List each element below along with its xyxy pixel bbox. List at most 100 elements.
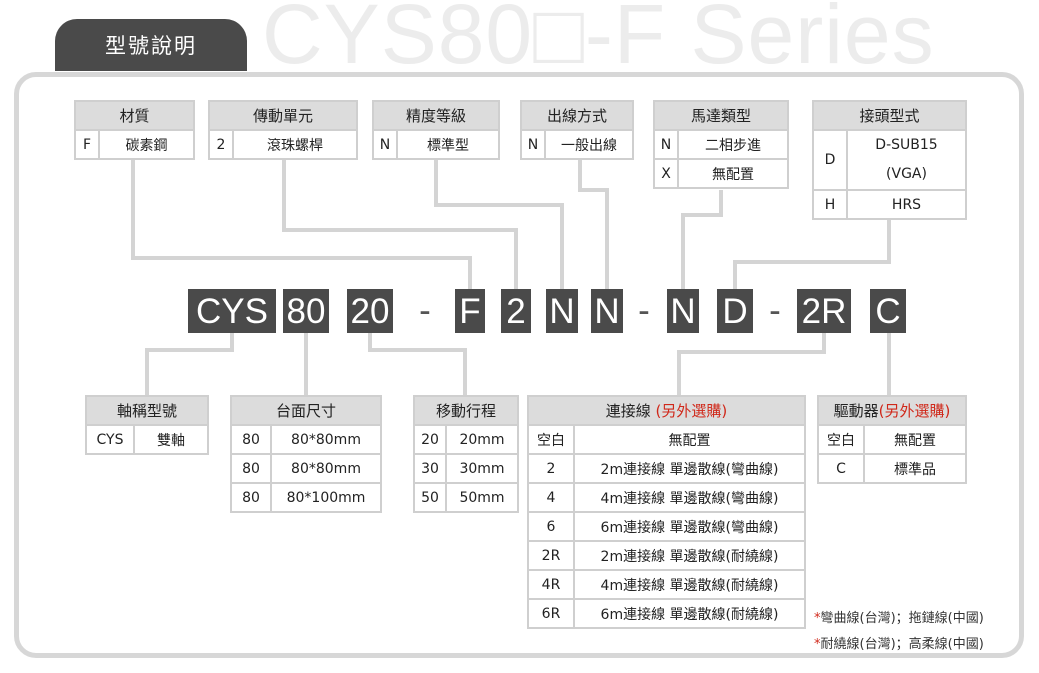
motor-table: 馬達類型 N 二相步進 X 無配置 xyxy=(653,100,789,189)
motor-title: 馬達類型 xyxy=(653,100,789,131)
code-dash-1: - xyxy=(419,291,431,330)
axis-value: 雙軸 xyxy=(133,424,209,455)
stroke-value: 50mm xyxy=(445,482,519,513)
table-size-value: 80*80mm xyxy=(270,424,382,455)
line-outlet xyxy=(578,158,609,289)
cable-key: 2 xyxy=(527,453,575,484)
motor-key-n: N xyxy=(653,129,679,160)
connector-title: 接頭型式 xyxy=(812,100,967,131)
outlet-value: 一般出線 xyxy=(544,129,634,160)
outlet-table: 出線方式 N 一般出線 xyxy=(520,100,634,160)
stroke-title: 移動行程 xyxy=(413,395,519,426)
code-seg-transmission: 2 xyxy=(501,289,531,333)
driver-title-cell: 驅動器(另外選購) xyxy=(817,395,967,426)
connector-key-h: H xyxy=(812,189,848,220)
motor-key-x: X xyxy=(653,158,679,189)
motor-value-n: 二相步進 xyxy=(677,129,789,160)
axis-title: 軸稱型號 xyxy=(85,395,209,426)
connector-value-h: HRS xyxy=(846,189,967,220)
table-size-key: 80 xyxy=(230,482,272,513)
code-seg-precision: N xyxy=(546,289,578,333)
driver-option: (另外選購) xyxy=(878,402,951,420)
code-seg-connector: D xyxy=(717,289,753,333)
model-description-tab: 型號說明 xyxy=(55,19,247,71)
note-text: 彎曲線(台灣)；拖鏈線(中國) xyxy=(820,611,984,626)
line-stroke xyxy=(368,333,467,395)
transmission-value: 滾珠螺桿 xyxy=(232,129,358,160)
line-cable xyxy=(677,333,826,395)
axis-key: CYS xyxy=(85,424,135,455)
precision-key: N xyxy=(372,129,398,160)
cable-value: 4m連接線 單邊散線(彎曲線) xyxy=(573,482,806,513)
cable-value: 無配置 xyxy=(573,424,806,455)
series-watermark-title: CYS80□-F Series xyxy=(262,0,935,81)
axis-table: 軸稱型號 CYS 雙軸 xyxy=(85,395,209,455)
table-size-value: 80*100mm xyxy=(270,482,382,513)
stroke-key: 30 xyxy=(413,453,447,484)
cable-key: 6R xyxy=(527,598,575,629)
table-size-value: 80*80mm xyxy=(270,453,382,484)
line-material xyxy=(131,158,472,289)
note-bend-cable: *彎曲線(台灣)；拖鏈線(中國) xyxy=(814,607,984,626)
cable-key: 6 xyxy=(527,511,575,542)
cable-value: 4m連接線 單邊散線(耐繞線) xyxy=(573,569,806,600)
cable-option: (另外選購) xyxy=(655,402,728,420)
cable-table: 連接線 (另外選購) 空白 無配置 2 2m連接線 單邊散線(彎曲線) 4 4m… xyxy=(527,395,806,629)
code-seg-material: F xyxy=(455,289,485,333)
table-size-title: 台面尺寸 xyxy=(230,395,382,426)
code-seg-cys: CYS xyxy=(188,289,276,333)
line-transmission xyxy=(282,158,518,289)
connector-table: 接頭型式 D D-SUB15 (VGA) H HRS xyxy=(812,100,967,220)
line-motor xyxy=(681,190,723,289)
code-dash-3: - xyxy=(769,291,781,330)
stroke-key: 20 xyxy=(413,424,447,455)
material-title: 材質 xyxy=(74,100,195,131)
cable-title: 連接線 xyxy=(605,402,651,420)
table-size-key: 80 xyxy=(230,424,272,455)
cable-key: 4 xyxy=(527,482,575,513)
material-key: F xyxy=(74,129,100,160)
line-axis xyxy=(145,333,234,395)
stroke-value: 20mm xyxy=(445,424,519,455)
driver-table: 驅動器(另外選購) 空白 無配置 C 標準品 xyxy=(817,395,967,484)
code-seg-stroke: 20 xyxy=(347,289,393,333)
transmission-table: 傳動單元 2 滾珠螺桿 xyxy=(208,100,358,160)
material-table: 材質 F 碳素鋼 xyxy=(74,100,195,160)
code-seg-motor: N xyxy=(667,289,699,333)
cable-value: 6m連接線 單邊散線(彎曲線) xyxy=(573,511,806,542)
stroke-table: 移動行程 20 20mm 30 30mm 50 50mm xyxy=(413,395,519,513)
model-code: CYS 80 20 - F 2 N N - N D - 2R C xyxy=(0,289,1039,333)
driver-value: 標準品 xyxy=(863,453,967,484)
cable-value: 2m連接線 單邊散線(彎曲線) xyxy=(573,453,806,484)
transmission-title: 傳動單元 xyxy=(208,100,358,131)
driver-title: 驅動器 xyxy=(833,402,879,420)
outlet-title: 出線方式 xyxy=(520,100,634,131)
precision-title: 精度等級 xyxy=(372,100,500,131)
stroke-value: 30mm xyxy=(445,453,519,484)
line-connector xyxy=(733,220,891,289)
code-dash-2: - xyxy=(638,291,650,330)
connector-value-d: D-SUB15 (VGA) xyxy=(846,129,967,191)
driver-key: C xyxy=(817,453,865,484)
connector-value-d-line2: (VGA) xyxy=(886,166,927,182)
material-value: 碳素鋼 xyxy=(98,129,195,160)
code-seg-cable: 2R xyxy=(797,289,851,333)
cable-key: 2R xyxy=(527,540,575,571)
line-precision xyxy=(434,158,564,289)
code-seg-driver: C xyxy=(870,289,906,333)
motor-value-x: 無配置 xyxy=(677,158,789,189)
note-star: * xyxy=(814,611,821,626)
code-seg-size: 80 xyxy=(283,289,329,333)
precision-table: 精度等級 N 標準型 xyxy=(372,100,500,160)
driver-value: 無配置 xyxy=(863,424,967,455)
cable-value: 6m連接線 單邊散線(耐繞線) xyxy=(573,598,806,629)
cable-key: 空白 xyxy=(527,424,575,455)
note-text: 耐繞線(台灣)；高柔線(中國) xyxy=(820,637,984,652)
code-seg-outlet: N xyxy=(591,289,623,333)
note-star: * xyxy=(814,637,821,652)
table-size-table: 台面尺寸 80 80*80mm 80 80*80mm 80 80*100mm xyxy=(230,395,382,513)
cable-value: 2m連接線 單邊散線(耐繞線) xyxy=(573,540,806,571)
cable-key: 4R xyxy=(527,569,575,600)
driver-key: 空白 xyxy=(817,424,865,455)
